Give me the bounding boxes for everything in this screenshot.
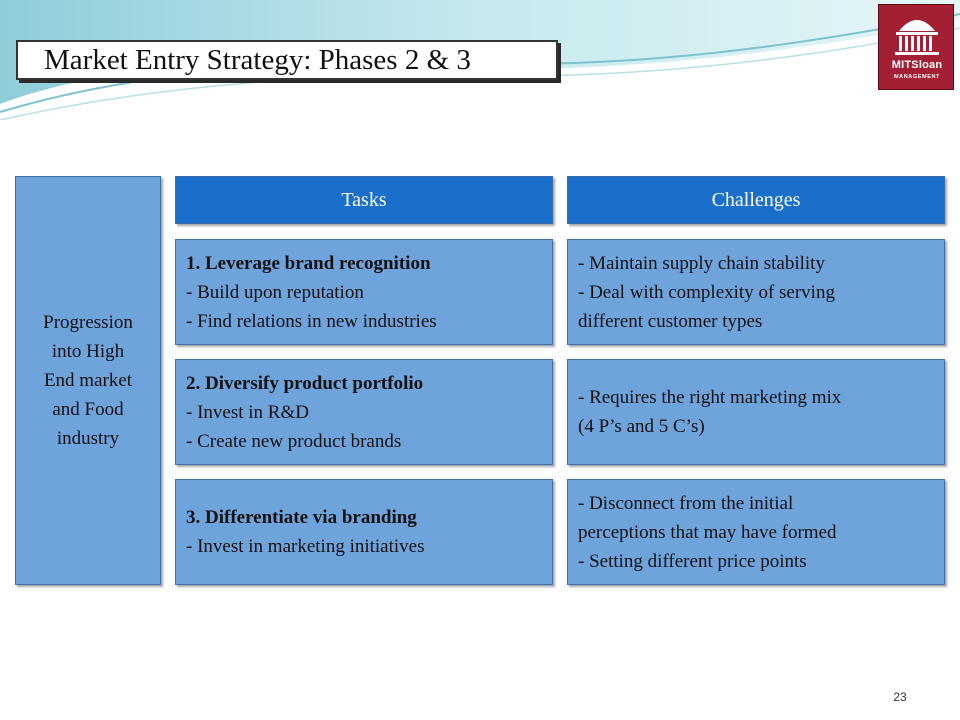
- challenge-line: (4 P’s and 5 C’s): [578, 416, 705, 437]
- task-heading: 3. Differentiate via branding: [186, 507, 417, 528]
- phase-line: Progression: [43, 312, 133, 333]
- slide-title: Market Entry Strategy: Phases 2 & 3: [16, 40, 558, 80]
- dome-icon: [895, 20, 939, 55]
- phase-line: into High: [51, 341, 125, 362]
- challenge-cell-2: - Requires the right marketing mix (4 P’…: [567, 359, 945, 465]
- challenge-line: - Maintain supply chain stability: [578, 252, 825, 274]
- task-heading: 2. Diversify product portfolio: [186, 372, 424, 394]
- challenge-cell-1: - Maintain supply chain stability - Deal…: [567, 239, 945, 345]
- challenge-line: different customer types: [578, 310, 763, 332]
- phase-line: End market: [43, 370, 133, 391]
- logo-wordmark: MITSloan: [891, 59, 943, 71]
- mit-sloan-logo: MITSloan MANAGEMENT: [878, 4, 954, 90]
- challenge-line: perceptions that may have formed: [578, 521, 837, 543]
- task-cell-1: 1. Leverage brand recognition - Build up…: [175, 239, 553, 345]
- task-cell-2: 2. Diversify product portfolio - Invest …: [175, 359, 553, 465]
- task-item: - Invest in marketing initiatives: [186, 536, 425, 557]
- challenge-line: - Disconnect from the initial: [578, 492, 794, 514]
- challenge-line: - Requires the right marketing mix: [578, 387, 842, 408]
- task-item: - Invest in R&D: [186, 401, 309, 423]
- tasks-header: Tasks: [175, 176, 553, 224]
- task-heading: 1. Leverage brand recognition: [186, 252, 431, 274]
- challenge-cell-3: - Disconnect from the initial perception…: [567, 479, 945, 585]
- task-cell-3: 3. Differentiate via branding - Invest i…: [175, 479, 553, 585]
- task-item: - Create new product brands: [186, 430, 402, 452]
- phase-description-panel: Progression into High End market and Foo…: [15, 176, 161, 585]
- challenge-line: - Setting different price points: [578, 550, 807, 572]
- task-item: - Find relations in new industries: [186, 310, 437, 332]
- task-item: - Build upon reputation: [186, 281, 364, 303]
- phase-line: and Food: [52, 399, 124, 420]
- challenge-line: - Deal with complexity of serving: [578, 281, 835, 303]
- logo-subtitle: MANAGEMENT: [893, 74, 941, 80]
- challenges-header: Challenges: [567, 176, 945, 224]
- phase-line: industry: [56, 428, 120, 449]
- page-number: 23: [893, 690, 907, 704]
